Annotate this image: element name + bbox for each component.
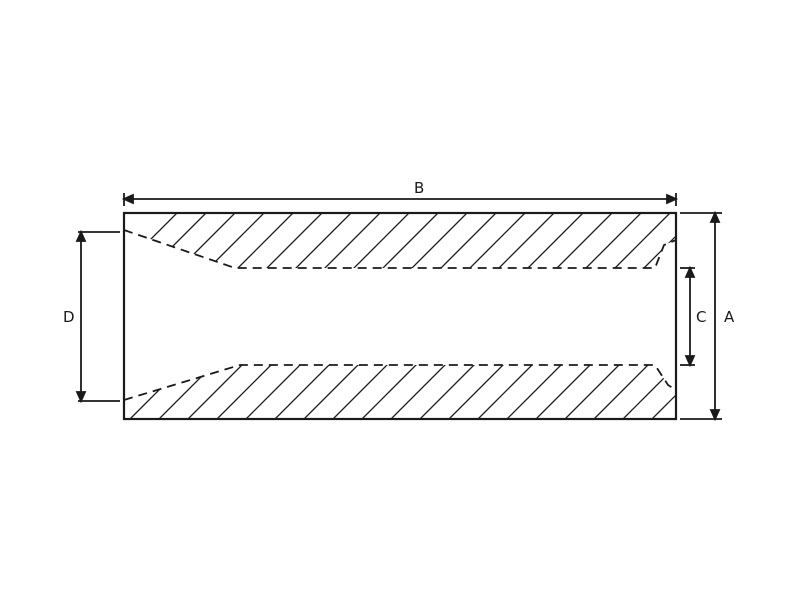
dimension-d: [75, 229, 120, 404]
dimension-label-a: A: [724, 308, 735, 326]
dimension-label-d: D: [63, 308, 75, 326]
hatch-top-wall: [124, 213, 676, 268]
inner-bore-hidden-lines: [123, 229, 677, 401]
dimension-label-c: C: [696, 308, 707, 326]
dimension-b: [121, 193, 679, 206]
outer-outline: [122, 211, 678, 421]
dimension-c: [680, 265, 696, 368]
dimension-a: [680, 210, 722, 422]
dimension-label-b: B: [414, 179, 425, 197]
hatch-bottom-wall: [124, 365, 676, 419]
